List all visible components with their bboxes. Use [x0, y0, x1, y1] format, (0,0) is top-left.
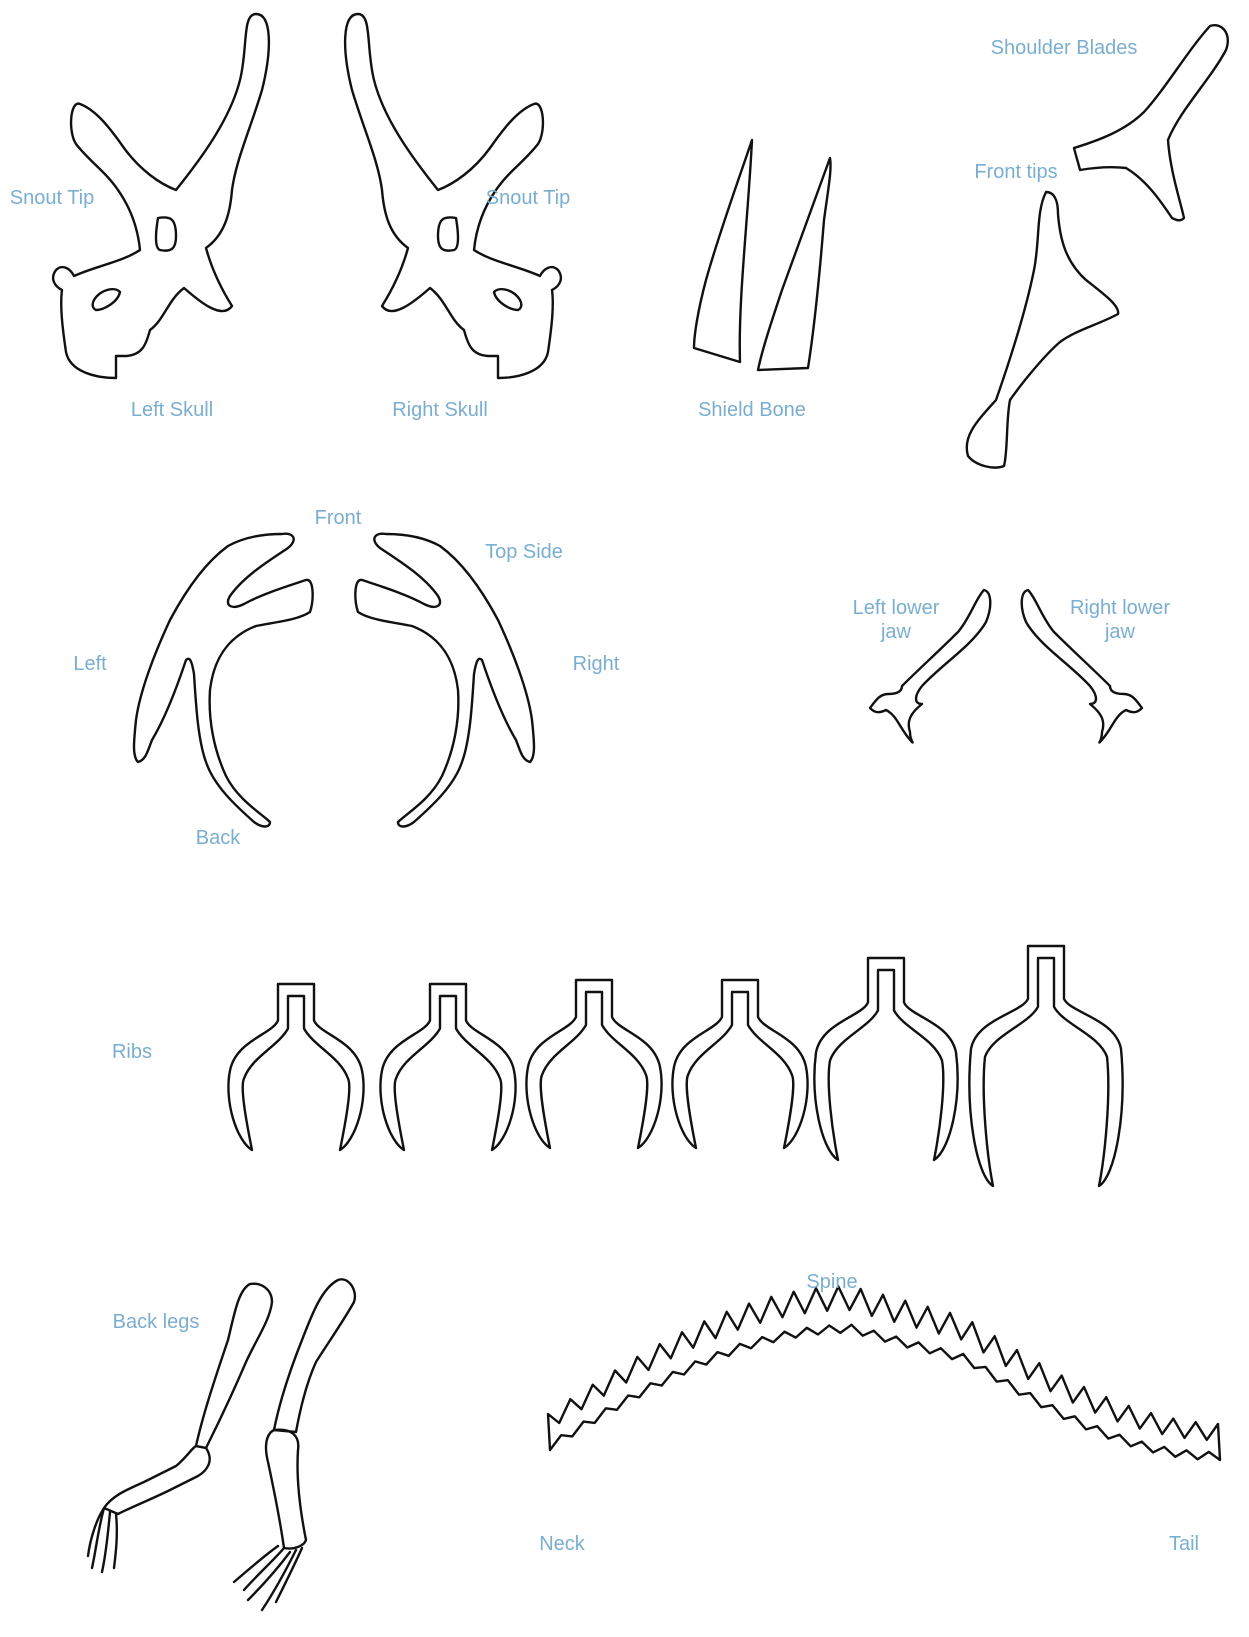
right-skull-label: Right Skull [392, 398, 488, 422]
right-lower-jaw-label-line2: jaw [1105, 620, 1135, 644]
top-side-label: Top Side [485, 540, 563, 564]
left-lower-jaw-label-line2: jaw [881, 620, 911, 644]
left-skull-label: Left Skull [131, 398, 213, 422]
rib-3-shape [526, 980, 661, 1148]
rib-1-shape [228, 984, 363, 1150]
rib-2-shape [380, 984, 515, 1150]
right-label: Right [573, 652, 620, 676]
rib-4-shape [672, 980, 807, 1148]
spine-shape [548, 1286, 1220, 1460]
snout-tip-right-label: Snout Tip [486, 186, 571, 210]
ribs-shapes [228, 946, 1122, 1186]
back-label: Back [196, 826, 240, 850]
rib-6-shape [969, 946, 1122, 1186]
back-legs-label: Back legs [113, 1310, 200, 1334]
tail-label: Tail [1169, 1532, 1199, 1556]
front-tips-label: Front tips [974, 160, 1057, 184]
shield-bone-label: Shield Bone [698, 398, 806, 422]
rib-5-shape [814, 958, 957, 1160]
shoulder-blades-label: Shoulder Blades [991, 36, 1138, 60]
snout-tip-left-label: Snout Tip [10, 186, 95, 210]
shoulder-blades-shape [967, 25, 1228, 467]
right-lower-jaw-label-line1: Right lower [1070, 596, 1170, 620]
frill-shape [134, 534, 313, 827]
left-lower-jaw-label-line1: Left lower [853, 596, 940, 620]
left-label: Left [73, 652, 106, 676]
shield-bone-shape [694, 140, 831, 370]
front-label: Front [315, 506, 362, 530]
ribs-label: Ribs [112, 1040, 152, 1064]
neck-label: Neck [539, 1532, 585, 1556]
spine-label: Spine [806, 1270, 857, 1294]
frill-shape-right [355, 534, 534, 827]
